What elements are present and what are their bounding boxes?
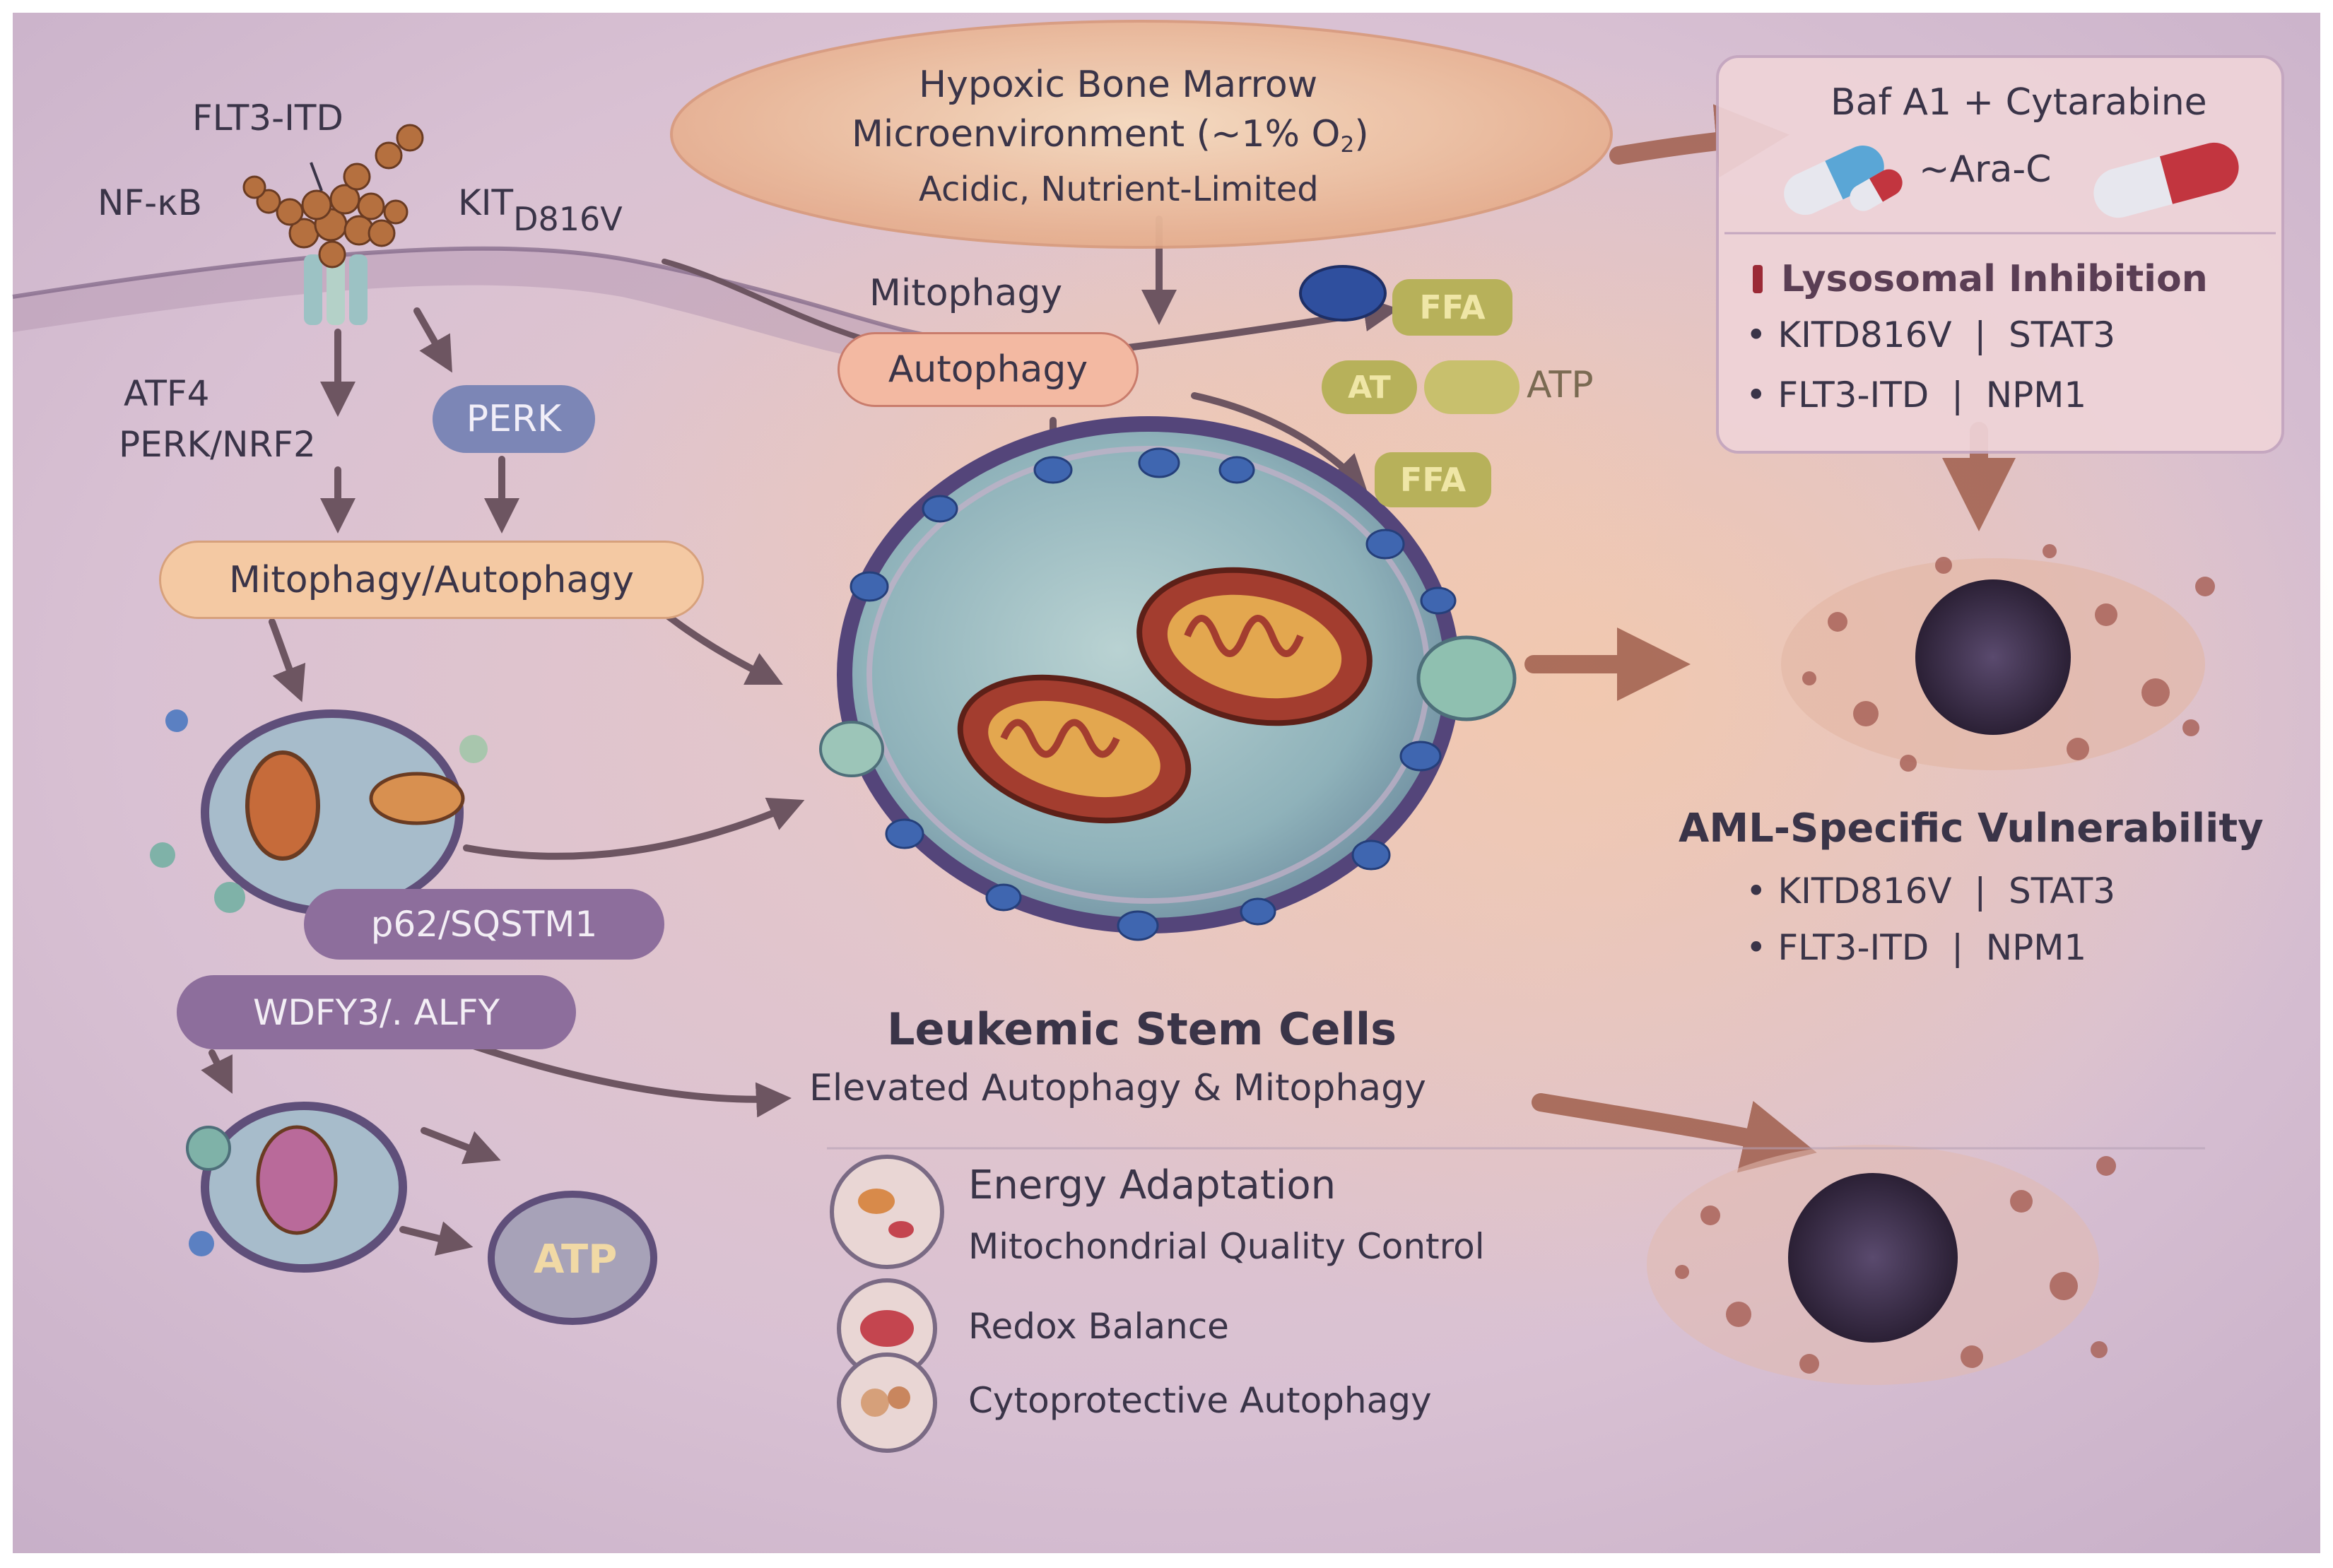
- ffa-bottom-pill: FFA: [1375, 452, 1491, 507]
- atp-vesicle-label: ATP: [534, 1237, 617, 1283]
- drug-bullet-2: • FLT3-ITD | NPM1: [1746, 375, 2086, 415]
- vuln-bullet-1: • KITD816V | STAT3: [1746, 871, 2115, 912]
- at-pill: AT: [1322, 360, 1417, 414]
- vulnerability-title: AML-Specific Vulnerability: [1679, 806, 2264, 851]
- at-pill-2: [1424, 360, 1520, 414]
- perk-pill: PERK: [433, 385, 595, 453]
- kit-sub: D816V: [513, 200, 623, 238]
- mitophagy-autophagy-pill: Mitophagy/Autophagy: [159, 541, 704, 619]
- hypoxic-line3: Acidic, Nutrient-Limited: [919, 170, 1319, 209]
- autophagy-pill: Autophagy: [838, 332, 1139, 407]
- hypoxic-line2-post: ): [1354, 113, 1368, 155]
- feature-autophagy-title: Cytoprotective Autophagy: [968, 1380, 1432, 1421]
- hypoxic-line1: Hypoxic Bone Marrow: [919, 64, 1317, 106]
- vuln-b2-a: FLT3-ITD: [1777, 927, 1929, 968]
- ffa-top-pill: FFA: [1392, 279, 1512, 336]
- drug-b1-b: STAT3: [2009, 314, 2115, 355]
- kit-d816v-label: KITD816V: [458, 182, 623, 223]
- atp-label: ATP: [1527, 364, 1594, 406]
- drug-bullet-1: • KITD816V | STAT3: [1746, 314, 2115, 355]
- p62-pill: p62/SQSTM1: [304, 889, 664, 960]
- drug-b1-a: KITD816V: [1777, 314, 1951, 355]
- kit-main: KIT: [458, 182, 513, 223]
- vuln-b2-b: NPM1: [1986, 927, 2087, 968]
- nfkb-label: NF-κB: [98, 182, 202, 223]
- vuln-b1-a: KITD816V: [1777, 871, 1951, 912]
- lsc-title: Leukemic Stem Cells: [887, 1003, 1397, 1055]
- feature-energy-subtitle: Mitochondrial Quality Control: [968, 1226, 1485, 1267]
- hypoxic-line2-sub: 2: [1340, 132, 1354, 158]
- flt3-itd-label: FLT3-ITD: [192, 98, 343, 138]
- mitophagy-label: Mitophagy: [869, 272, 1062, 314]
- ara-c-label: ~Ara-C: [1919, 148, 2051, 191]
- drug-b2-b: NPM1: [1986, 375, 2087, 415]
- vuln-b1-b: STAT3: [2009, 871, 2115, 912]
- lsc-subtitle: Elevated Autophagy & Mitophagy: [809, 1067, 1426, 1109]
- feature-redox-title: Redox Balance: [968, 1306, 1229, 1347]
- drug-box-title: Baf A1 + Cytarabine: [1830, 81, 2207, 124]
- hypoxic-line2: Microenvironment (~1% O2): [852, 113, 1369, 158]
- perk-nrf2-label: PERK/NRF2: [119, 424, 316, 465]
- vuln-bullet-2: • FLT3-ITD | NPM1: [1746, 927, 2086, 968]
- atf4-label: ATF4: [124, 373, 209, 414]
- lysosomal-inhibition-label: Lysosomal Inhibition: [1781, 258, 2208, 300]
- lyso-marker: [1753, 265, 1763, 293]
- wdfy3-pill: WDFY3/. ALFY: [177, 975, 576, 1049]
- drug-b2-a: FLT3-ITD: [1777, 375, 1929, 415]
- feature-energy-title: Energy Adaptation: [968, 1162, 1336, 1208]
- hypoxic-line2-pre: Microenvironment (~1% O: [852, 113, 1340, 155]
